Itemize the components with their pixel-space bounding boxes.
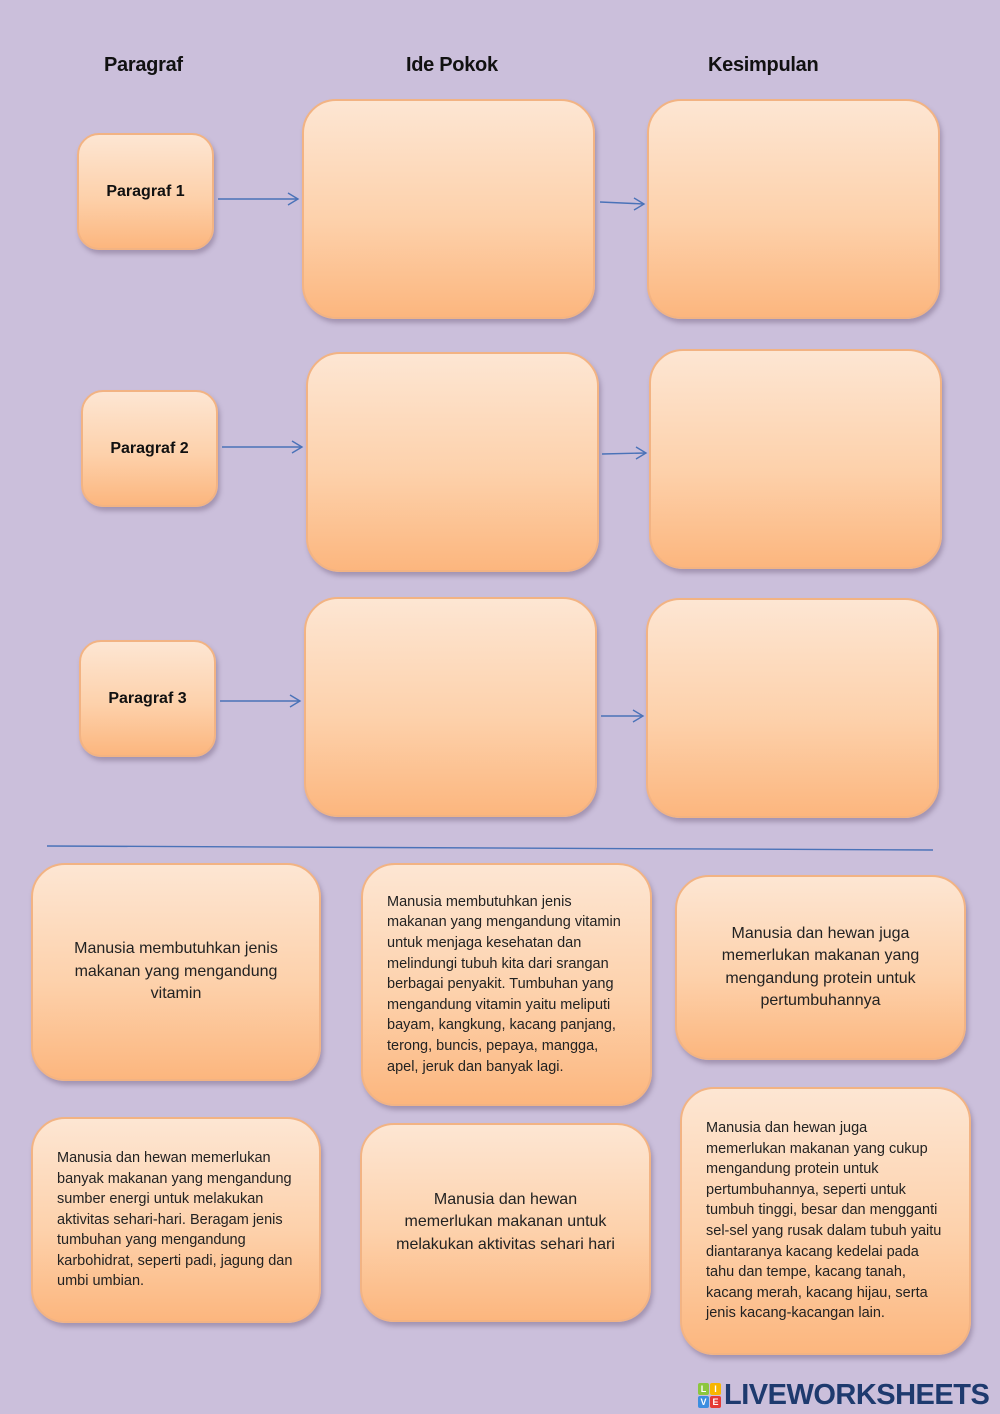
answer-card-3-text: Manusia dan hewan juga memerlukan makana… (721, 924, 920, 1010)
ide-pokok-drop-zone-3[interactable] (304, 597, 597, 817)
arrow-right-icon (601, 709, 645, 723)
answer-card-5-text: Manusia dan hewan memerlukan makanan unt… (396, 1190, 615, 1253)
answer-card-2-text: Manusia membutuhkan jenis makanan yang m… (387, 893, 621, 1075)
answer-card-4-text: Manusia dan hewan memerlukan banyak maka… (57, 1149, 293, 1290)
answer-card-1[interactable]: Manusia membutuhkan jenis makanan yang m… (31, 863, 321, 1081)
kesimpulan-drop-zone-2[interactable] (649, 349, 942, 569)
arrow-right-icon (601, 446, 648, 460)
paragraf-2-label: Paragraf 2 (110, 439, 189, 457)
answer-card-1-text: Manusia membutuhkan jenis makanan yang m… (74, 940, 278, 1003)
header-ide-pokok: Ide Pokok (406, 54, 498, 76)
arrow-right-icon (222, 440, 304, 454)
ide-pokok-drop-zone-1[interactable] (302, 99, 595, 319)
logo-letter-i: I (710, 1383, 721, 1395)
live-blocks-icon: L I V E (698, 1383, 721, 1408)
ide-pokok-drop-zone-2[interactable] (306, 352, 599, 572)
header-paragraf: Paragraf (104, 54, 183, 76)
arrow-right-icon (599, 197, 646, 211)
paragraf-1-label-box: Paragraf 1 (77, 133, 214, 250)
logo-letter-v: V (698, 1396, 709, 1408)
paragraf-1-label: Paragraf 1 (106, 182, 185, 200)
logo-letter-l: L (698, 1383, 709, 1395)
arrow-right-icon (220, 694, 302, 708)
logo-letter-e: E (710, 1396, 721, 1408)
answer-card-6[interactable]: Manusia dan hewan juga memerlukan makana… (680, 1087, 971, 1355)
paragraf-3-label-box: Paragraf 3 (79, 640, 216, 757)
paragraf-3-label: Paragraf 3 (108, 689, 187, 707)
arrow-right-icon (218, 192, 300, 206)
header-kesimpulan: Kesimpulan (708, 54, 819, 76)
logo-text: LIVEWORKSHEETS (724, 1379, 990, 1411)
liveworksheets-logo: L I V E LIVEWORKSHEETS (698, 1379, 990, 1411)
answer-card-2[interactable]: Manusia membutuhkan jenis makanan yang m… (361, 863, 652, 1106)
answer-card-3[interactable]: Manusia dan hewan juga memerlukan makana… (675, 875, 966, 1060)
answer-card-6-text: Manusia dan hewan juga memerlukan makana… (706, 1120, 942, 1322)
kesimpulan-drop-zone-1[interactable] (647, 99, 940, 319)
paragraf-2-label-box: Paragraf 2 (81, 390, 218, 507)
kesimpulan-drop-zone-3[interactable] (646, 598, 939, 818)
answer-card-4[interactable]: Manusia dan hewan memerlukan banyak maka… (31, 1117, 321, 1323)
answer-card-5[interactable]: Manusia dan hewan memerlukan makanan unt… (360, 1123, 651, 1322)
